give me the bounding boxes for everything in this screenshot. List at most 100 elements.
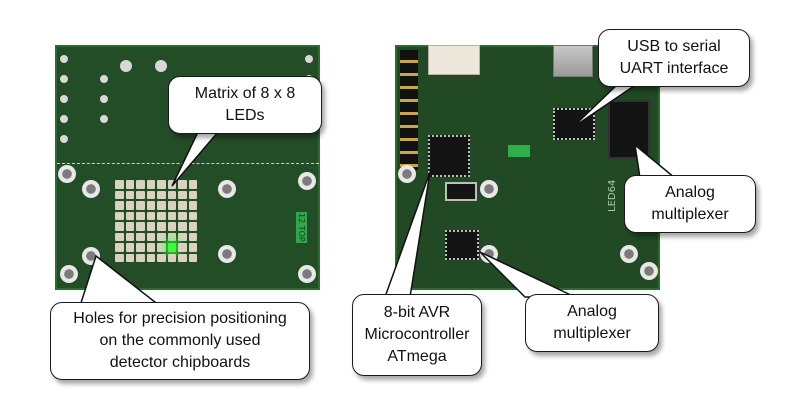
mounting-hole [398, 165, 416, 183]
pad [100, 95, 108, 103]
led [167, 180, 176, 189]
callout-text: Matrix of 8 x 8 [194, 85, 296, 102]
led [136, 190, 145, 199]
led [146, 243, 155, 252]
led [157, 180, 166, 189]
led [167, 253, 176, 262]
led [188, 253, 197, 262]
atmega-chip [428, 135, 470, 177]
callout-holes: Holes for precision positioning on the c… [50, 302, 310, 380]
led [157, 211, 166, 220]
positioning-hole [218, 245, 236, 263]
callout-text: detector chipboards [109, 354, 251, 371]
led [115, 190, 124, 199]
mounting-hole [640, 262, 658, 280]
led [136, 232, 145, 241]
pointer-analog-bottom [479, 251, 576, 298]
led [157, 222, 166, 231]
led [188, 201, 197, 210]
white-connector [428, 45, 480, 75]
led [136, 243, 145, 252]
callout-led-matrix: Matrix of 8 x 8 LEDs [168, 76, 322, 134]
led [115, 232, 124, 241]
pin-header [400, 50, 418, 170]
analog-mux-chip-right [608, 100, 650, 159]
led [136, 201, 145, 210]
pointer-avr [383, 171, 431, 298]
pad [100, 115, 108, 123]
pad [305, 55, 313, 63]
pad [60, 55, 68, 63]
led [115, 253, 124, 262]
led [188, 211, 197, 220]
led [178, 243, 187, 252]
callout-usb-uart: USB to serial UART interface [598, 29, 750, 87]
callout-text: ATmega [387, 348, 447, 365]
led [167, 201, 176, 210]
callout-text: multiplexer [553, 325, 631, 342]
component [445, 182, 477, 201]
callout-text: Holes for precision positioning [73, 310, 287, 327]
led [115, 201, 124, 210]
callout-analog-mux-bottom: Analog multiplexer [525, 294, 659, 352]
led [157, 201, 166, 210]
led [178, 201, 187, 210]
pad [60, 95, 68, 103]
led [167, 232, 176, 241]
led [125, 211, 134, 220]
led [188, 222, 197, 231]
led [125, 222, 134, 231]
led [115, 243, 124, 252]
pad [60, 135, 68, 143]
led [115, 211, 124, 220]
led [146, 253, 155, 262]
callout-text: on the commonly used [99, 332, 261, 349]
led [178, 190, 187, 199]
led [136, 211, 145, 220]
led [146, 190, 155, 199]
callout-analog-mux-right: Analog multiplexer [624, 175, 756, 233]
callout-avr-mcu: 8-bit AVR Microcontroller ATmega [352, 294, 482, 376]
positioning-hole [298, 172, 316, 190]
callout-text: Analog [665, 184, 715, 201]
led [136, 222, 145, 231]
led [178, 232, 187, 241]
callout-text: Microcontroller [364, 326, 470, 343]
led [188, 232, 197, 241]
led [136, 253, 145, 262]
pad [155, 60, 167, 72]
led [157, 253, 166, 262]
led [178, 222, 187, 231]
pad [100, 75, 108, 83]
led [157, 232, 166, 241]
pad [120, 60, 132, 72]
callout-text: Analog [567, 303, 617, 320]
led [167, 190, 176, 199]
led [167, 243, 176, 252]
led [188, 190, 197, 199]
positioning-hole [82, 180, 100, 198]
pointer-holes [78, 254, 163, 307]
led [115, 222, 124, 231]
led [146, 201, 155, 210]
positioning-hole [60, 265, 78, 283]
callout-text: 8-bit AVR [383, 304, 451, 321]
led [157, 243, 166, 252]
led [146, 180, 155, 189]
callout-text: multiplexer [651, 206, 729, 223]
led [167, 222, 176, 231]
led [125, 253, 134, 262]
pad [60, 115, 68, 123]
mounting-hole [480, 180, 498, 198]
led [188, 180, 197, 189]
led [125, 190, 134, 199]
positioning-hole [218, 180, 236, 198]
led [125, 180, 134, 189]
pad [60, 75, 68, 83]
pointer-led-matrix [171, 131, 220, 187]
analog-mux-chip-bottom [445, 230, 479, 260]
led [115, 180, 124, 189]
led [136, 180, 145, 189]
green-jumper [508, 145, 530, 157]
